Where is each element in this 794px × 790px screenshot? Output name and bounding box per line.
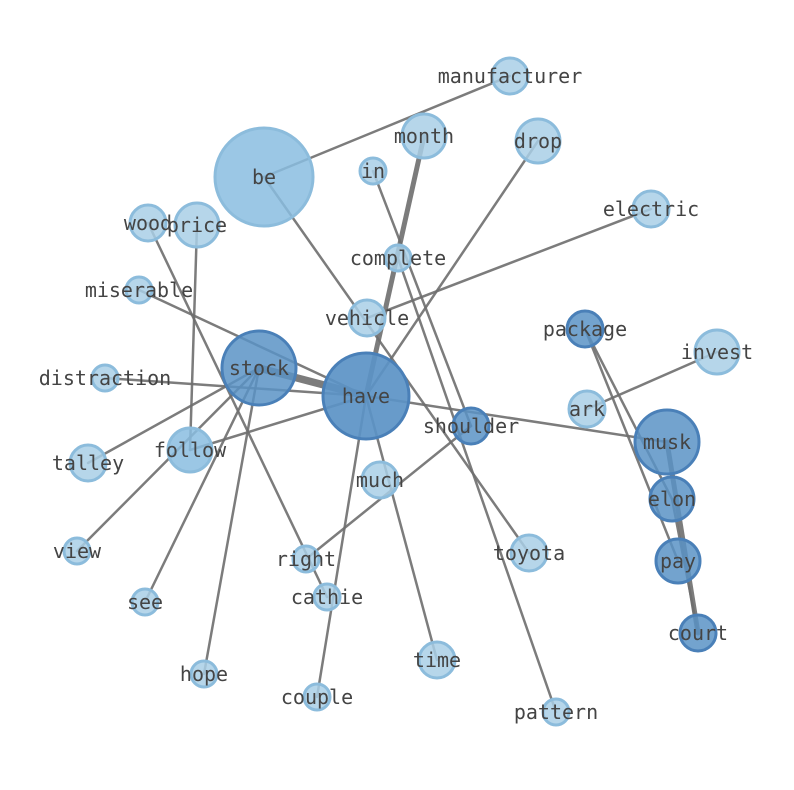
node-label-view: view <box>53 539 102 563</box>
node-be <box>213 126 315 228</box>
node-label-drop: drop <box>514 129 562 153</box>
node-electric <box>631 189 671 229</box>
node-label-elon: elon <box>648 487 696 511</box>
node-label-in: in <box>361 159 385 183</box>
node-have <box>321 351 411 441</box>
node-price <box>173 201 221 249</box>
node-right <box>291 544 321 574</box>
node-label-much: much <box>356 468 404 492</box>
node-label-see: see <box>127 590 163 614</box>
edge-in-shoulder <box>371 169 473 428</box>
node-pay <box>654 537 702 585</box>
node-label-have: have <box>342 384 390 408</box>
edge-vehicle-electric <box>365 207 653 320</box>
node-label-time: time <box>413 648 461 672</box>
node-in <box>358 156 388 186</box>
edge-stock-see <box>143 366 261 604</box>
edge-stock-hope <box>202 366 261 676</box>
node-vehicle <box>347 298 387 338</box>
node-label-right: right <box>276 547 336 571</box>
edge-have-time <box>364 394 439 662</box>
node-toyota <box>509 533 549 573</box>
labels-layer: manufacturer be month drop in electric woodpri… <box>39 64 753 724</box>
node-package <box>565 309 605 349</box>
node-ark <box>567 389 607 429</box>
node-month <box>400 112 448 160</box>
node-label-couple: couple <box>281 685 353 709</box>
node-label-musk: musk <box>643 430 691 454</box>
node-label-shoulder: shoulder <box>423 414 519 438</box>
node-label-miserable: miserable <box>85 278 193 302</box>
node-label-court: court <box>668 621 728 645</box>
node-label-pay: pay <box>660 549 696 573</box>
node-follow <box>166 426 214 474</box>
node-label-month: month <box>394 124 454 148</box>
node-elon <box>648 475 696 523</box>
node-talley <box>68 443 108 483</box>
node-view <box>62 536 92 566</box>
node-label-invest: invest <box>681 340 753 364</box>
node-label-complete: complete <box>350 246 446 270</box>
node-label-pattern: pattern <box>514 700 598 724</box>
node-drop <box>514 117 562 165</box>
node-complete <box>383 243 413 273</box>
node-invest <box>693 328 741 376</box>
node-label-toyota: toyota <box>493 541 565 565</box>
node-label-cathie: cathie <box>291 585 363 609</box>
node-label-stock: stock <box>229 356 289 380</box>
node-label-manufacturer: manufacturer <box>438 64 583 88</box>
node-shoulder <box>451 406 491 446</box>
node-manufacturer <box>490 56 530 96</box>
nodes-layer <box>62 56 741 727</box>
node-label-package: package <box>543 317 627 341</box>
node-wood <box>128 203 168 243</box>
node-label-be: be <box>252 165 276 189</box>
node-much <box>360 460 400 500</box>
node-label-hope: hope <box>180 662 228 686</box>
node-hope <box>189 659 219 689</box>
node-label-electric: electric <box>603 197 699 221</box>
node-label-wood: wood <box>124 211 172 235</box>
node-couple <box>302 682 332 712</box>
edge-package-pay <box>583 327 680 563</box>
edge-have-musk <box>364 394 669 444</box>
node-label-follow: follow <box>154 438 227 462</box>
edge-price-follow <box>188 223 199 452</box>
edge-ark-invest <box>585 350 719 411</box>
node-miserable <box>124 275 154 305</box>
node-label-vehicle: vehicle <box>325 306 409 330</box>
node-cathie <box>312 582 342 612</box>
edge-have-drop <box>364 139 540 398</box>
node-label-talley: talley <box>52 451 124 475</box>
node-time <box>417 640 457 680</box>
node-label-distraction: distraction <box>39 366 171 390</box>
node-label-price: price <box>167 213 227 237</box>
node-stock <box>220 329 298 407</box>
node-label-ark: ark <box>569 397 605 421</box>
node-musk <box>633 408 701 476</box>
node-see <box>130 587 160 617</box>
edge-have-couple <box>315 394 368 699</box>
edge-stock-view <box>75 366 261 553</box>
node-court <box>678 613 718 653</box>
node-pattern <box>541 697 571 727</box>
node-distraction <box>90 363 120 393</box>
edge-complete-pattern <box>396 256 558 714</box>
